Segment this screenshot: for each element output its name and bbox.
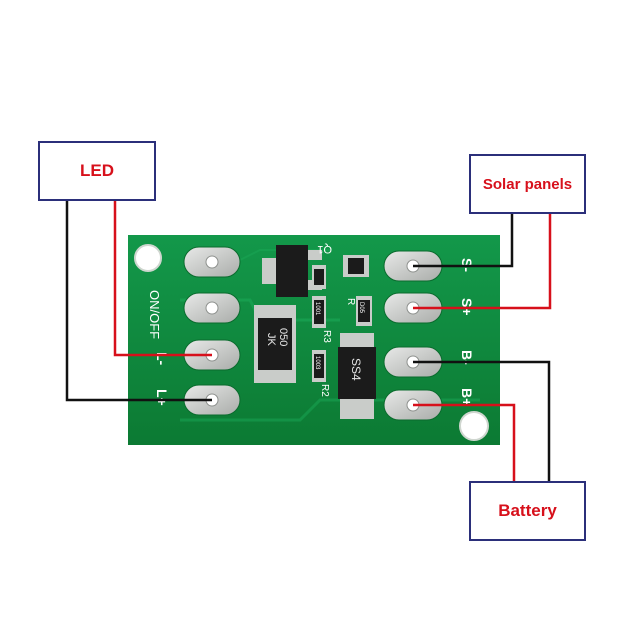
jk-chip-label-2: 050	[277, 328, 289, 346]
led-plus-label: L+	[154, 389, 170, 406]
on-off-label-group: ON/OFF	[147, 290, 162, 339]
q1-label: Q1	[317, 243, 332, 255]
r3-label: R3	[321, 330, 332, 343]
transistor-q1	[276, 245, 308, 297]
battery-label-box: Battery	[469, 481, 586, 541]
r2-label: R2	[319, 384, 330, 397]
small-chip-top	[348, 258, 364, 274]
wire-solar-red	[413, 213, 552, 310]
solar-panels-label: Solar panels	[482, 175, 573, 193]
wires	[65, 200, 552, 482]
r-label: R	[345, 298, 356, 305]
resistor-d05	[358, 300, 370, 322]
resistor-r3-code: 1003	[314, 356, 320, 370]
resistor-r3	[314, 354, 324, 378]
led-label: LED	[80, 161, 114, 180]
mounting-hole-bottom-right	[459, 411, 489, 441]
diode-label: SS4	[349, 358, 363, 381]
solar-panels-label-box: Solar panels	[469, 154, 586, 214]
mounting-hole-top-left	[134, 244, 162, 272]
wire-battery-black	[413, 360, 551, 482]
battery-label: Battery	[498, 501, 557, 520]
resistor-d05-code: D05	[358, 302, 364, 314]
wire-battery-red	[413, 403, 516, 482]
jk-chip-label-1: JK	[265, 333, 277, 347]
resistor-r1-code: 1001	[314, 302, 320, 316]
led-label-box: LED	[38, 141, 156, 201]
battery-plus-label: B+	[459, 388, 475, 406]
jk-chip	[258, 318, 292, 370]
wire-led-black	[65, 200, 212, 402]
wire-led-red	[113, 200, 212, 357]
resistor-r1	[314, 300, 324, 324]
diode-ss	[338, 347, 376, 399]
on-off-label: ON/OFF	[147, 290, 162, 339]
resistor-1	[314, 269, 324, 285]
wire-solar-black	[413, 213, 514, 268]
